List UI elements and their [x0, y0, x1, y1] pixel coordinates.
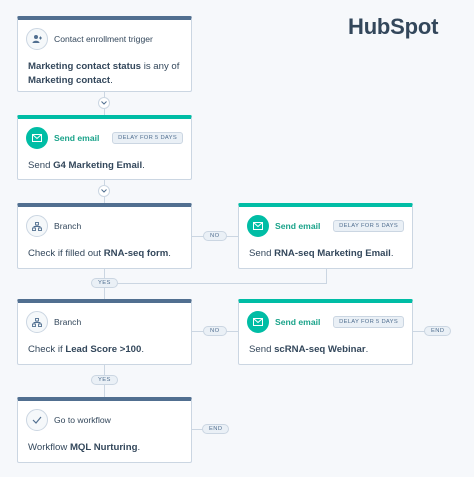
contact-icon	[26, 28, 48, 50]
branch-card[interactable]: Branch Check if Lead Score >100.	[17, 299, 192, 365]
email-icon	[247, 311, 269, 333]
connector-line	[104, 283, 326, 284]
delay-badge: DELAY FOR 5 DAYS	[333, 220, 404, 232]
card-body: Check if filled out RNA-seq form.	[28, 248, 171, 259]
no-label: NO	[203, 326, 227, 336]
card-body: Send RNA-seq Marketing Email.	[249, 248, 394, 259]
chevron-down-icon[interactable]	[98, 97, 110, 109]
yes-label: YES	[91, 278, 118, 288]
card-title: Send email	[54, 133, 100, 143]
goto-workflow-card[interactable]: Go to workflow Workflow MQL Nurturing.	[17, 397, 192, 463]
card-body: Check if Lead Score >100.	[28, 344, 144, 355]
chevron-down-icon[interactable]	[98, 185, 110, 197]
end-label: END	[202, 424, 230, 434]
send-email-card[interactable]: Send email DELAY FOR 5 DAYS Send scRNA-s…	[238, 299, 413, 365]
branch-icon	[26, 311, 48, 333]
card-title: Send email	[275, 317, 321, 327]
connector-line	[192, 429, 204, 430]
delay-badge: DELAY FOR 5 DAYS	[112, 132, 183, 144]
end-label: END	[424, 326, 452, 336]
branch-icon	[26, 215, 48, 237]
email-icon	[26, 127, 48, 149]
card-body: Send scRNA-seq Webinar.	[249, 344, 369, 355]
card-title: Contact enrollment trigger	[54, 34, 153, 44]
branch-card[interactable]: Branch Check if filled out RNA-seq form.	[17, 203, 192, 269]
checkmark-icon	[26, 409, 48, 431]
send-email-card[interactable]: Send email DELAY FOR 5 DAYS Send G4 Mark…	[17, 115, 192, 180]
card-title: Branch	[54, 317, 82, 327]
hubspot-logo: HubSpot	[348, 14, 439, 39]
connector-line	[326, 268, 327, 284]
card-title: Send email	[275, 221, 321, 231]
enrollment-trigger-card[interactable]: Contact enrollment trigger Marketing con…	[17, 16, 192, 92]
card-title: Go to workflow	[54, 415, 111, 425]
delay-badge: DELAY FOR 5 DAYS	[333, 316, 404, 328]
send-email-card[interactable]: Send email DELAY FOR 5 DAYS Send RNA-seq…	[238, 203, 413, 269]
card-body: Workflow MQL Nurturing.	[28, 442, 141, 453]
card-body: Send G4 Marketing Email.	[28, 160, 145, 171]
no-label: NO	[203, 231, 227, 241]
card-title: Branch	[54, 221, 82, 231]
connector-line	[413, 331, 427, 332]
email-icon	[247, 215, 269, 237]
card-body: Marketing contact status is any of Marke…	[28, 61, 180, 86]
yes-label: YES	[91, 375, 118, 385]
